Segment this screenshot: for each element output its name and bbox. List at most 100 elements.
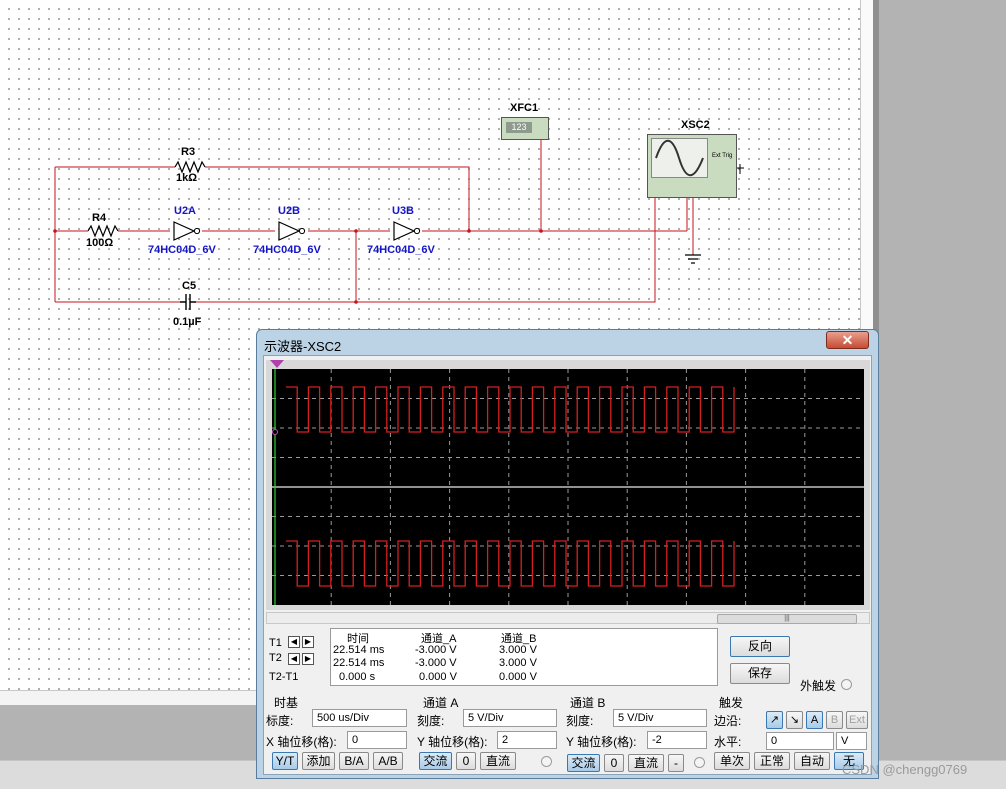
inverter-u3b-symbol	[393, 221, 416, 241]
rising-edge-icon: ↗	[769, 714, 780, 726]
header-channel-b: 通道_B	[501, 633, 537, 645]
u2b-ref: U2B	[278, 205, 301, 217]
c5-value: 0.1µF	[173, 316, 202, 328]
falling-edge-button[interactable]: ↘	[786, 711, 803, 729]
channel-b-zero-button[interactable]: 0	[604, 754, 624, 772]
ext-trig-pin	[737, 164, 744, 174]
scrollbar-thumb[interactable]: |||	[717, 614, 857, 624]
junction-dot	[354, 229, 358, 233]
r3-value: 1kΩ	[176, 172, 198, 184]
inverter-u2b-symbol	[278, 221, 301, 241]
mode-add-button[interactable]: 添加	[302, 752, 335, 770]
cursor-marker	[272, 429, 278, 435]
t2-left-button[interactable]: ◀	[288, 653, 300, 665]
delta-channel-a: 0.000 V	[419, 671, 457, 683]
ext-trigger-radio[interactable]	[841, 679, 852, 690]
timebase-scale-field[interactable]: 500 us/Div	[312, 709, 407, 727]
channel-b-scale-field[interactable]: 5 V/Div	[613, 709, 707, 727]
channel-a-ypos-field[interactable]: 2	[497, 731, 557, 749]
t1-channel-b: 3.000 V	[499, 644, 537, 656]
circuit-wires	[53, 134, 744, 310]
t2-time: 22.514 ms	[333, 657, 385, 669]
channel-b-minus-button[interactable]: -	[668, 754, 684, 772]
trigger-none-button[interactable]: 无	[834, 752, 864, 770]
oscilloscope-xsc2-icon[interactable]: Ext Trig	[647, 134, 737, 198]
channel-a-radio[interactable]	[541, 756, 552, 767]
mode-ba-button[interactable]: B/A	[339, 752, 369, 770]
trigger-level-unit[interactable]: V	[836, 732, 867, 750]
trigger-level-field[interactable]: 0	[766, 732, 834, 750]
wire	[196, 191, 656, 303]
u2a-part: 74HC04D_6V	[148, 244, 216, 256]
u2b-part: 74HC04D_6V	[253, 244, 321, 256]
cursor-marker-icon[interactable]	[270, 360, 284, 369]
trigger-title: 触发	[719, 696, 744, 710]
t2-channel-a: -3.000 V	[415, 657, 457, 669]
horizontal-scrollbar[interactable]	[0, 690, 260, 706]
inverter-bubble	[193, 227, 201, 235]
t1-label: T1	[269, 637, 282, 649]
u2a-ref: U2A	[174, 205, 197, 217]
r4-value: 100Ω	[86, 237, 114, 249]
channel-b-radio[interactable]	[694, 757, 705, 768]
trigger-single-button[interactable]: 单次	[714, 752, 750, 770]
wire	[205, 166, 470, 231]
ground-icon	[685, 254, 701, 264]
trigger-source-b-button[interactable]: B	[826, 711, 843, 729]
channel-a-ypos-label: Y 轴位移(格):	[417, 735, 488, 749]
channel-a-zero-button[interactable]: 0	[456, 752, 476, 770]
window-title: 示波器-XSC2	[264, 339, 342, 354]
channel-a-dc-button[interactable]: 直流	[480, 752, 516, 770]
channel-b-scale-label: 刻度:	[566, 714, 594, 728]
channel-b-ac-button[interactable]: 交流	[567, 754, 600, 772]
t2-right-button[interactable]: ▶	[302, 653, 314, 665]
channel-b-ypos-label: Y 轴位移(格):	[566, 735, 637, 749]
channel-a-trace	[286, 386, 735, 433]
reverse-button[interactable]: 反向	[730, 636, 790, 657]
u3b-part: 74HC04D_6V	[367, 244, 435, 256]
resistor-r3-symbol	[174, 160, 206, 174]
trigger-source-a-button[interactable]: A	[806, 711, 823, 729]
t1-right-button[interactable]: ▶	[302, 636, 314, 648]
arrow-right-icon: ▶	[304, 654, 312, 663]
junction-dot	[53, 229, 57, 233]
trigger-normal-button[interactable]: 正常	[754, 752, 790, 770]
channel-a-ac-button[interactable]: 交流	[419, 752, 452, 770]
trigger-source-ext-button[interactable]: Ext	[846, 711, 868, 729]
delta-time: 0.000 s	[339, 671, 376, 683]
oscilloscope-window[interactable]: 示波器-XSC2 ✕ ||| T1 ◀ ▶ T2 ◀ ▶ T2-T1 时间 通道…	[256, 329, 879, 779]
channel-a-scale-field[interactable]: 5 V/Div	[463, 709, 557, 727]
frequency-counter-xfc1[interactable]: 123	[501, 117, 549, 140]
rising-edge-button[interactable]: ↗	[766, 711, 783, 729]
mode-ab-button[interactable]: A/B	[373, 752, 403, 770]
trigger-auto-button[interactable]: 自动	[794, 752, 830, 770]
t2-t1-label: T2-T1	[269, 671, 299, 683]
channel-b-ypos-field[interactable]: -2	[647, 731, 707, 749]
save-button[interactable]: 保存	[730, 663, 790, 684]
channel-b-trace	[286, 540, 735, 587]
inverter-u2a-symbol	[173, 221, 196, 241]
delta-channel-b: 0.000 V	[499, 671, 537, 683]
xfc1-ref: XFC1	[510, 102, 539, 114]
capacitor-c5-symbol	[180, 294, 196, 310]
oscilloscope-body: ||| T1 ◀ ▶ T2 ◀ ▶ T2-T1 时间 通道_A 通道_B 22.…	[263, 355, 872, 775]
ext-trigger-label: 外触发	[800, 679, 837, 693]
channel-b-title: 通道 B	[570, 696, 606, 710]
close-button[interactable]: ✕	[826, 331, 869, 349]
u3b-ref: U3B	[392, 205, 415, 217]
scope-scrollbar[interactable]: |||	[266, 612, 870, 624]
t1-left-button[interactable]: ◀	[288, 636, 300, 648]
x-position-label: X 轴位移(格):	[266, 735, 337, 749]
x-position-field[interactable]: 0	[347, 731, 407, 749]
arrow-right-icon: ▶	[304, 637, 312, 646]
r4-ref: R4	[92, 212, 107, 224]
inverter-bubble	[413, 227, 421, 235]
scope-traces	[272, 369, 864, 605]
trigger-edge-label: 边沿:	[714, 714, 742, 728]
channel-b-dc-button[interactable]: 直流	[628, 754, 664, 772]
watermark: CSDN @chengg0769	[842, 762, 968, 777]
scope-display[interactable]	[272, 369, 864, 605]
timebase-scale-label: 标度:	[266, 714, 294, 728]
mode-yt-button[interactable]: Y/T	[272, 752, 298, 770]
arrow-left-icon: ◀	[290, 654, 298, 663]
